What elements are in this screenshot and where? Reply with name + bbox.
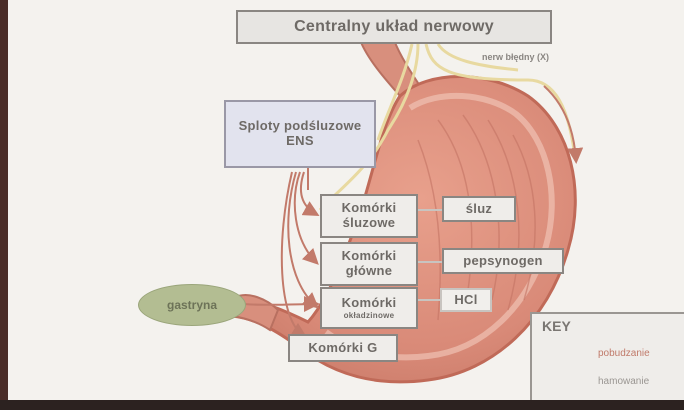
chief-cells-box: Komórki główne (320, 242, 418, 286)
ens-box: Sploty podśluzowe ENS (224, 100, 376, 168)
gastrin-arrow (243, 296, 320, 313)
mucus-output: śluz (442, 196, 516, 222)
ens-arrows (280, 171, 320, 339)
cns-box: Centralny układ nerwowy (236, 10, 552, 44)
vagus-label: nerw błędny (X) (482, 52, 550, 62)
gastrin-ellipse: gastryna (138, 284, 246, 326)
slide: Centralny układ nerwowy nerw błędny (X) … (8, 0, 684, 400)
mucous-cells-box: Komórki śluzowe (320, 194, 418, 238)
key-legend: KEY pobudzanie hamowanie (530, 312, 684, 400)
slide-bottom-border (0, 400, 684, 410)
pepsinogen-output: pepsynogen (442, 248, 564, 274)
nerve-arrow-right (543, 85, 584, 164)
key-inhibition-label: hamowanie (598, 376, 650, 387)
slide-left-border (0, 0, 8, 400)
hcl-output: HCl (440, 288, 492, 312)
parietal-cells-sublabel: okładzinowe (343, 310, 395, 320)
parietal-cells-box: Komórki okładzinowe (320, 287, 418, 329)
output-connectors (418, 209, 442, 301)
key-title: KEY (542, 318, 571, 334)
g-cells-box: Komórki G (288, 334, 398, 362)
key-stimulation-label: pobudzanie (598, 348, 650, 359)
parietal-cells-label: Komórki (341, 294, 397, 310)
